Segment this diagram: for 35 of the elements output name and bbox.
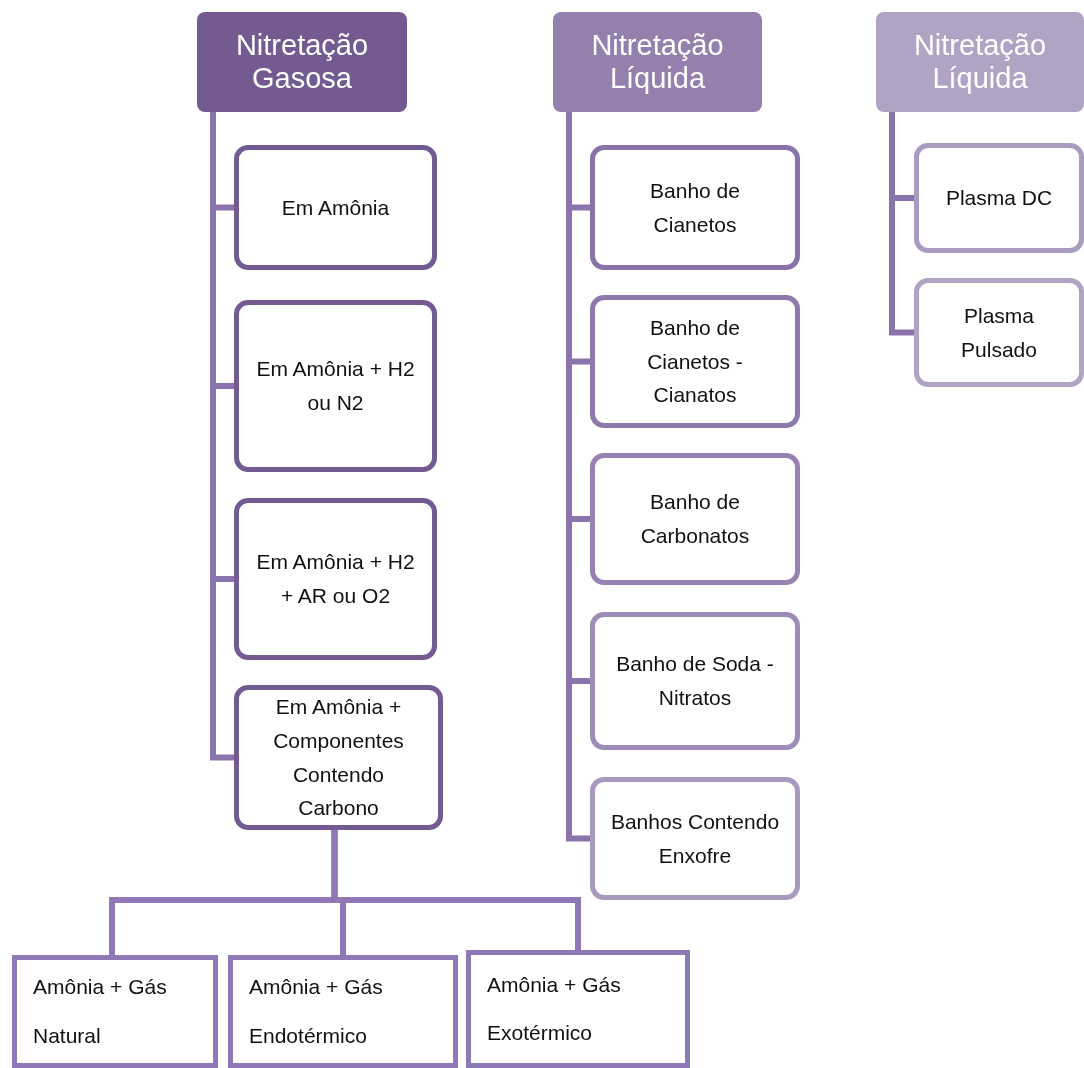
process-box [234,145,437,270]
box-text: Plasma Pulsado [960,302,1038,363]
process-box [590,145,800,270]
process-box [234,300,437,472]
process-box [590,612,800,750]
process-box [234,498,437,660]
process-box [590,453,800,585]
box-text: Amônia + Gás Natural [33,974,168,1049]
box-text: Amônia + Gás Exotérmico [487,971,622,1046]
category-header [553,12,762,112]
category-header [197,12,407,112]
header-text: Nitretação Líquida [590,28,725,96]
process-box [12,955,218,1068]
box-text: Em Amônia + Componentes Contendo Carbono [272,694,405,822]
process-box [228,955,458,1068]
process-box [466,950,690,1068]
process-box [914,143,1084,253]
box-text: Banhos Contendo Enxofre [609,808,781,869]
header-text: Nitretação Gasosa [234,28,370,96]
process-box [590,295,800,428]
box-text: Banho de Cianetos - Cianatos [646,315,744,409]
process-box [234,685,443,830]
connector-line [331,830,581,950]
box-text: Em Amônia + H2 ou N2 [255,356,416,416]
box-text: Em Amônia + H2 + AR ou O2 [255,549,416,609]
header-text: Nitretação Líquida [912,28,1048,96]
box-text: Banho de Carbonatos [639,489,751,549]
box-text: Plasma DC [945,185,1053,212]
box-text: Banho de Soda - Nitratos [615,651,775,711]
box-text: Em Amônia [281,194,390,221]
process-box [914,278,1084,387]
process-box [590,777,800,900]
box-text: Amônia + Gás Endotérmico [249,974,384,1049]
box-text: Banho de Cianetos [649,177,741,238]
category-header [876,12,1084,112]
